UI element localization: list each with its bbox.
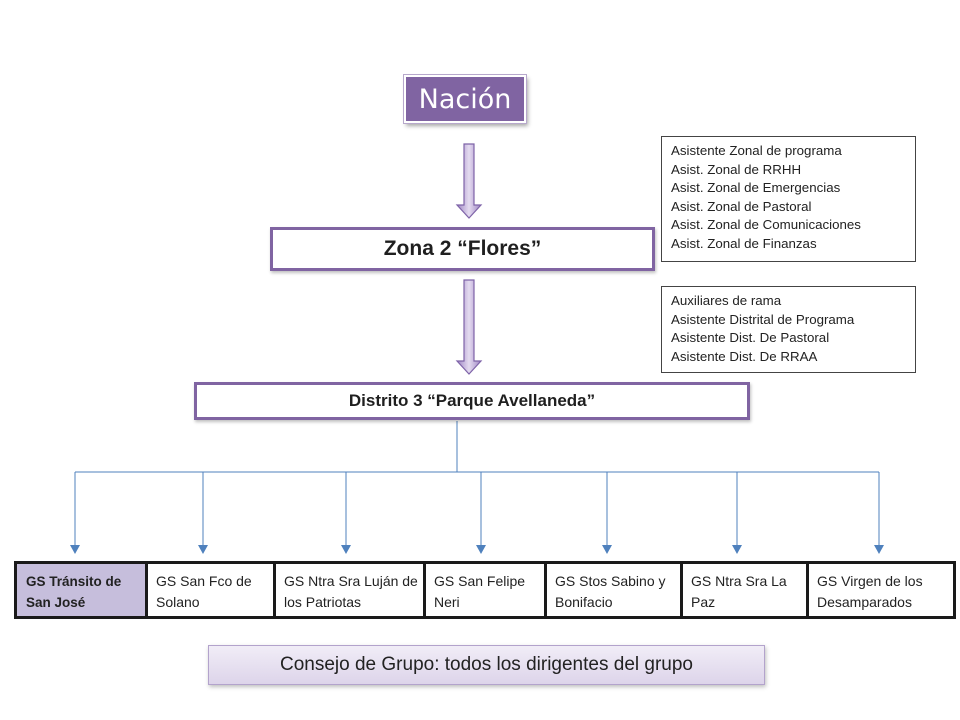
arrow-zona-to-distrito: [455, 279, 483, 375]
list-item: Asist. Zonal de Comunicaciones: [671, 217, 861, 232]
list-item: Asistente Dist. De RRAA: [671, 348, 818, 364]
auxiliares-box: Auxiliares de rama Asistente Distrital d…: [661, 286, 916, 373]
group-label: GS Stos Sabino y Bonifacio: [555, 573, 666, 610]
list-item: Asistente Distrital de Programa: [671, 311, 855, 327]
arrow-nacion-to-zona: [455, 143, 483, 219]
distrito-label: Distrito 3 “Parque Avellaneda”: [348, 391, 596, 410]
groups-table: GS Tránsito de San José GS San Fco de So…: [14, 561, 956, 619]
group-label: GS San Felipe Neri: [434, 573, 526, 610]
group-cell-san-felipe: GS San Felipe Neri: [423, 564, 544, 616]
list-item: Asistente Zonal de programa: [671, 143, 842, 158]
list-item: Asist. Zonal de Emergencias: [671, 180, 841, 195]
consejo-box: Consejo de Grupo: todos los dirigentes d…: [208, 645, 765, 685]
group-connector-tree: [74, 421, 880, 552]
asistentes-zonales-box: Asistente Zonal de programa Asist. Zonal…: [661, 136, 916, 262]
zona-box: Zona 2 “Flores”: [270, 227, 655, 271]
group-label: GS Ntra Sra La Paz: [691, 573, 787, 610]
distrito-box: Distrito 3 “Parque Avellaneda”: [194, 382, 750, 420]
list-item: Asist. Zonal de Finanzas: [671, 235, 817, 251]
group-cell-lujan: GS Ntra Sra Luján de los Patriotas: [273, 564, 423, 616]
zona-label: Zona 2 “Flores”: [383, 237, 542, 260]
group-label: GS Ntra Sra Luján de los Patriotas: [284, 573, 418, 610]
list-item: Asist. Zonal de Pastoral: [671, 198, 812, 214]
group-cell-la-paz: GS Ntra Sra La Paz: [680, 564, 806, 616]
group-label: GS San Fco de Solano: [156, 573, 252, 610]
group-cell-sabino: GS Stos Sabino y Bonifacio: [544, 564, 680, 616]
nacion-label: Nación: [418, 83, 512, 115]
consejo-label: Consejo de Grupo: todos los dirigentes d…: [280, 654, 693, 675]
nacion-box: Nación: [404, 75, 526, 123]
list-item: Auxiliares de rama: [671, 293, 782, 308]
group-cell-desamparados: GS Virgen de los Desamparados: [806, 564, 953, 616]
group-cell-san-fco: GS San Fco de Solano: [145, 564, 273, 616]
group-connector-arrowheads: [70, 545, 884, 554]
list-item: Asist. Zonal de RRHH: [671, 161, 802, 177]
list-item: Asistente Dist. De Pastoral: [671, 330, 830, 345]
group-label: GS Tránsito de San José: [26, 574, 122, 610]
group-cell-transito: GS Tránsito de San José: [17, 564, 145, 616]
group-label: GS Virgen de los Desamparados: [817, 573, 923, 610]
